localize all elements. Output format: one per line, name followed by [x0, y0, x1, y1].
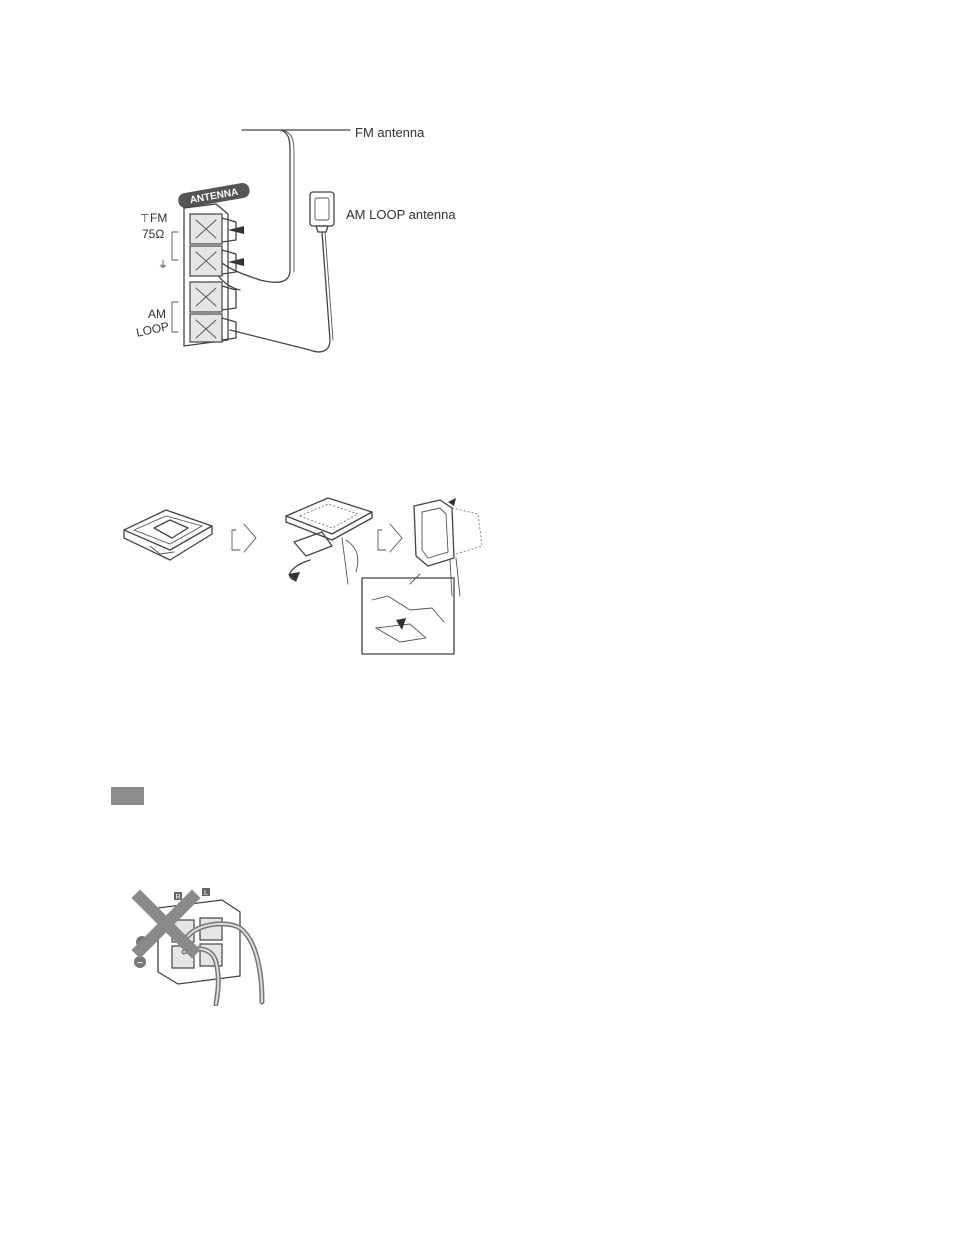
right-channel-mark: R — [175, 894, 180, 901]
step-arrow-2-icon — [377, 523, 403, 553]
am-terminal-label: AM — [148, 307, 166, 321]
loop-standing-step — [361, 498, 483, 655]
antenna-connection-figure: FM antenna AM LOOP antenna ANTENNA ⊤ FM … — [135, 125, 456, 353]
ground-icon: ⏚ — [158, 259, 168, 271]
fm-terminal-label: FM — [150, 211, 167, 225]
fm-antenna-label: FM antenna — [355, 125, 425, 140]
loop-flat-step — [123, 509, 213, 561]
am-loop-antenna-icon — [229, 191, 335, 353]
antenna-terminal-block — [183, 203, 244, 347]
minus-icon — [134, 956, 146, 968]
svg-text:−: − — [137, 958, 143, 969]
step-arrow-1-icon — [231, 523, 257, 553]
antenna-badge: ANTENNA — [178, 182, 250, 209]
loop-terminal-label: LOOP — [135, 319, 171, 340]
left-channel-mark: L — [204, 890, 208, 897]
note-marker-box — [111, 787, 144, 805]
loop-stand-step — [285, 497, 373, 585]
ohm-label: 75Ω — [142, 227, 164, 241]
am-loop-antenna-label: AM LOOP antenna — [346, 207, 456, 222]
incorrect-x-mark-icon — [131, 889, 201, 959]
am-loop-assembly-figure — [123, 497, 483, 655]
incorrect-speaker-wiring-figure: R L + − — [131, 888, 265, 1006]
fm-ground-symbol-icon: ⊤ — [140, 213, 150, 225]
